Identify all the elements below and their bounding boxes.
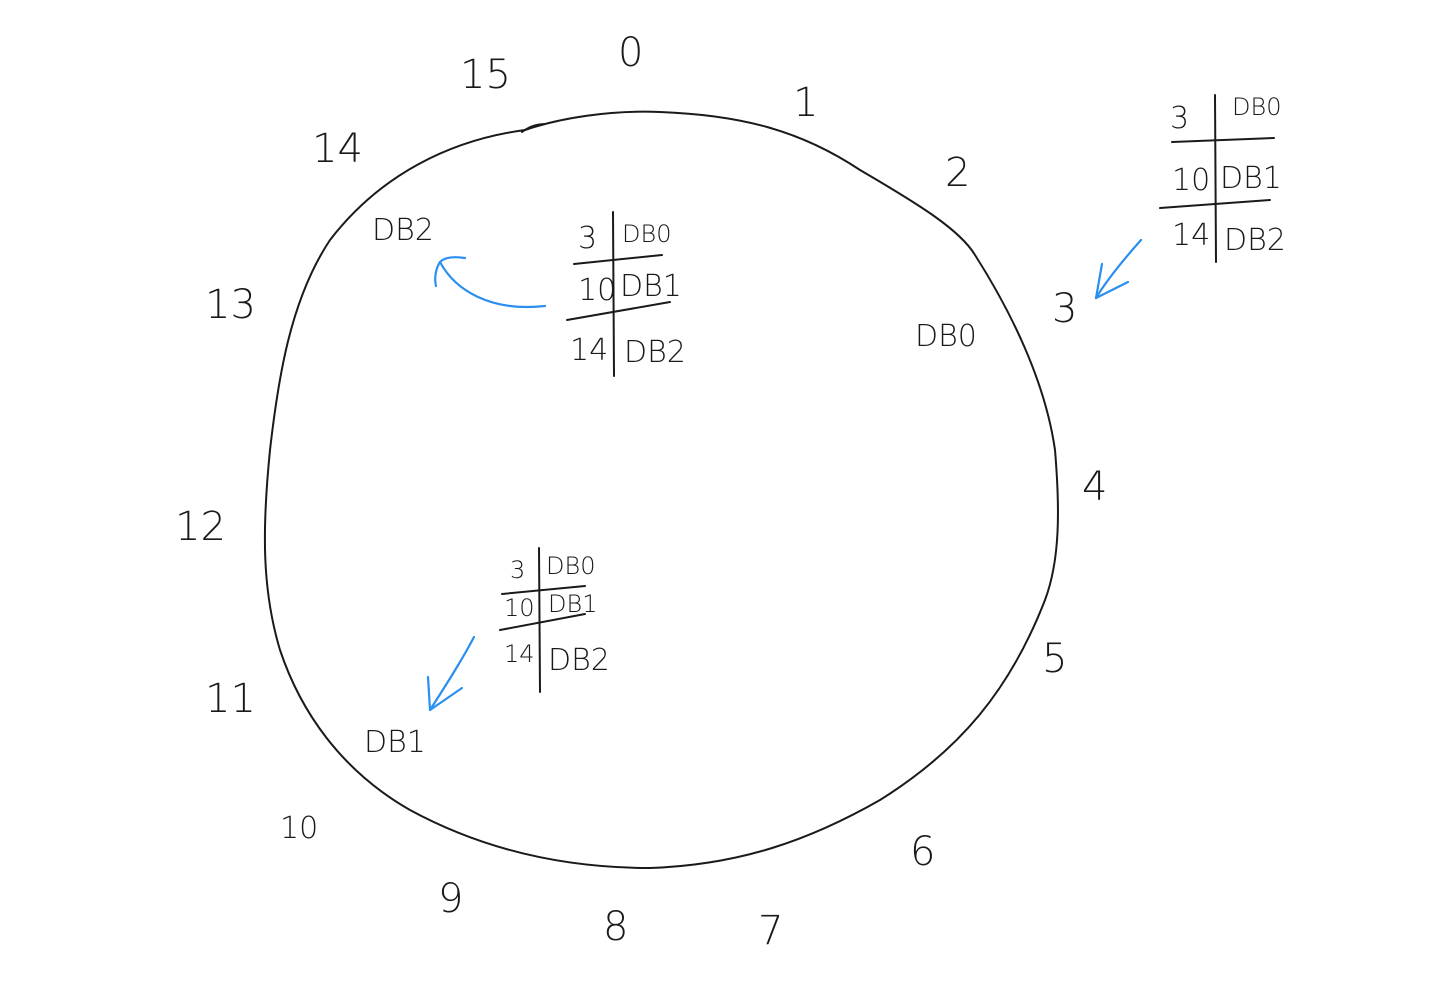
table-key-3: 3 bbox=[578, 221, 597, 256]
table-row-rule bbox=[573, 254, 663, 265]
table-divider-vertical bbox=[1214, 94, 1217, 263]
ring-position-9: 9 bbox=[438, 876, 463, 922]
ring-position-13: 13 bbox=[205, 282, 256, 328]
ring-position-0: 0 bbox=[618, 30, 643, 76]
node-label-db0: DB0 bbox=[915, 319, 977, 354]
routing-table-lower: 3 DB0 10 DB1 14 DB2 bbox=[499, 547, 610, 693]
routing-table-outside: 3 DB0 10 DB1 14 DB2 bbox=[1159, 93, 1286, 263]
ring-position-5: 5 bbox=[1042, 636, 1067, 682]
table-key-10: 10 bbox=[578, 273, 616, 308]
table-key-14: 14 bbox=[570, 333, 608, 368]
table-row-rule bbox=[566, 301, 671, 321]
route-arrow-to-3 bbox=[1094, 238, 1143, 300]
table-divider-vertical bbox=[612, 211, 615, 377]
table-node-db0: DB0 bbox=[546, 552, 595, 580]
table-node-db2: DB2 bbox=[1224, 223, 1286, 258]
table-node-db1: DB1 bbox=[1220, 161, 1282, 196]
ring-position-10: 10 bbox=[280, 811, 318, 846]
table-row-rule bbox=[1159, 199, 1271, 209]
table-key-3: 3 bbox=[510, 556, 525, 584]
table-node-db1: DB1 bbox=[620, 269, 682, 304]
table-row-rule bbox=[1171, 137, 1275, 143]
ring-position-2: 2 bbox=[945, 150, 970, 196]
table-key-14: 14 bbox=[1172, 218, 1210, 253]
table-divider-vertical bbox=[538, 547, 541, 693]
table-key-14: 14 bbox=[504, 640, 535, 668]
ring-position-7: 7 bbox=[758, 908, 783, 954]
ring-position-11: 11 bbox=[205, 676, 256, 722]
ring-position-8: 8 bbox=[603, 904, 628, 950]
ring-position-1: 1 bbox=[793, 80, 818, 126]
ring-position-15: 15 bbox=[460, 52, 511, 98]
ring-position-12: 12 bbox=[175, 504, 226, 550]
table-key-10: 10 bbox=[504, 594, 535, 622]
node-label-db2: DB2 bbox=[372, 213, 434, 248]
node-label-db1: DB1 bbox=[364, 725, 426, 760]
table-node-db2: DB2 bbox=[548, 643, 610, 678]
table-node-db1: DB1 bbox=[548, 590, 597, 618]
hash-ring-circle bbox=[263, 110, 1059, 869]
hash-ring-overlap-stroke bbox=[521, 123, 546, 133]
table-row-rule bbox=[501, 585, 586, 595]
table-key-10: 10 bbox=[1172, 163, 1210, 198]
ring-position-14: 14 bbox=[312, 126, 363, 172]
routing-table-upper: 3 DB0 10 DB1 14 DB2 bbox=[566, 211, 686, 377]
table-key-3: 3 bbox=[1170, 101, 1189, 136]
ring-position-3: 3 bbox=[1052, 286, 1077, 332]
route-arrow-to-db2 bbox=[434, 256, 547, 309]
table-row-rule bbox=[499, 613, 586, 631]
ring-position-6: 6 bbox=[910, 829, 935, 875]
table-node-db2: DB2 bbox=[624, 335, 686, 370]
table-node-db0: DB0 bbox=[1232, 93, 1281, 121]
ring-position-4: 4 bbox=[1082, 464, 1107, 510]
route-arrow-to-db1 bbox=[426, 635, 476, 712]
table-node-db0: DB0 bbox=[622, 220, 671, 248]
